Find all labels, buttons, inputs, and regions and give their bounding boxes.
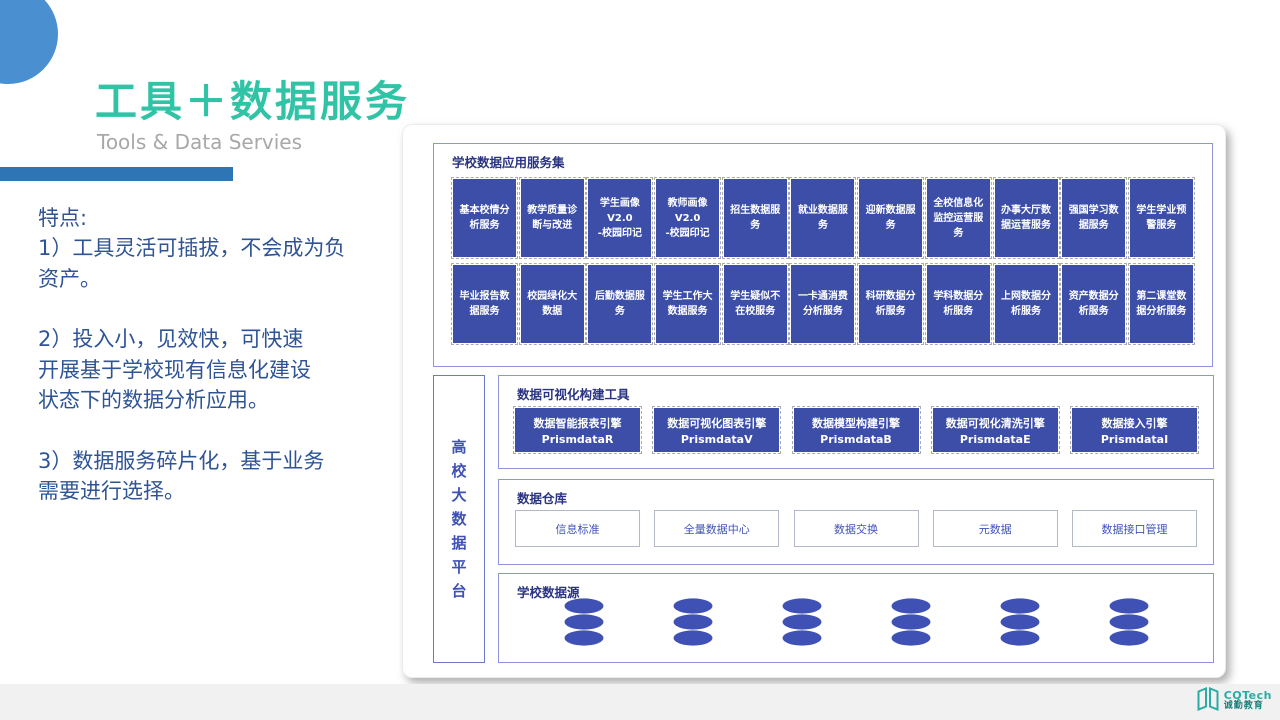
decorative-circle	[0, 0, 58, 84]
engine-name: 数据模型构建引擎	[812, 416, 900, 430]
feature-list: 特点: 1）工具灵活可插拔，不会成为负 资产。 2）投入小，见效快，可快速 开展基…	[38, 203, 398, 507]
engine-row: 数据智能报表引擎 PrismdataR 数据可视化图表引擎 PrismdataV 数据模…	[499, 406, 1213, 454]
architecture-diagram-card: 学校数据应用服务集 基本校情分析服务教学质量诊断与改进学生画像 V2.0 -校园…	[402, 124, 1226, 678]
service-box: 教学质量诊断与改进	[518, 177, 586, 259]
open-book-icon	[1195, 686, 1221, 716]
engine-name: 数据智能报表引擎	[533, 416, 622, 430]
service-box: 第二课堂数据分析服务	[1127, 263, 1195, 345]
warehouse-box: 数据交换	[793, 510, 919, 547]
page-title: 工具＋数据服务	[95, 77, 411, 126]
service-box: 后勤数据服务	[586, 263, 654, 345]
database-icon	[999, 598, 1041, 646]
service-box: 上网数据分析服务	[992, 263, 1060, 345]
service-box: 学生工作大数据服务	[654, 263, 722, 345]
database-icon	[1108, 598, 1150, 646]
section-data-sources: 学校数据源	[498, 573, 1214, 663]
services-row-1: 基本校情分析服务教学质量诊断与改进学生画像 V2.0 -校园印记教师画像 V2.…	[434, 177, 1212, 259]
service-box: 全校信息化监控运营服务	[924, 177, 992, 259]
section-warehouse-title: 数据仓库	[517, 491, 568, 506]
platform-label-char: 数	[451, 510, 467, 528]
warehouse-box: 元数据	[932, 510, 1058, 547]
page-subtitle: Tools & Data Servies	[97, 130, 303, 154]
section-services-title: 学校数据应用服务集	[452, 155, 565, 170]
platform-label-char: 高	[451, 438, 467, 456]
service-box: 科研数据分析服务	[857, 263, 925, 345]
engine-box: 数据可视化图表引擎 PrismdataV	[652, 406, 782, 454]
engine-name: 数据接入引擎	[1101, 416, 1168, 430]
database-icon	[890, 598, 932, 646]
logo-name: CQTech	[1223, 689, 1272, 702]
platform-label-char: 大	[451, 486, 467, 504]
engine-product: PrismdataI	[1100, 432, 1169, 446]
section-datasource-title: 学校数据源	[517, 585, 580, 600]
service-box: 一卡通消费分析服务	[789, 263, 857, 345]
section-tools-title: 数据可视化构建工具	[517, 387, 630, 402]
service-box: 资产数据分析服务	[1060, 263, 1128, 345]
service-box: 就业数据服务	[789, 177, 857, 259]
service-box: 学生学业预警服务	[1127, 177, 1195, 259]
platform-label-bar: 高校大数据平台	[433, 375, 485, 663]
platform-label-char: 平	[451, 558, 467, 576]
database-icon	[781, 598, 823, 646]
service-box: 毕业报告数据服务	[451, 263, 518, 345]
warehouse-box: 全量数据中心	[654, 510, 780, 547]
warehouse-row: 信息标准全量数据中心数据交换元数据数据接口管理	[499, 510, 1213, 547]
company-logo: CQTech 诚勤教育	[1195, 686, 1272, 716]
service-box: 招生数据服务	[721, 177, 789, 259]
title-underline-bar	[0, 167, 233, 181]
feature-item: 2）投入小，见效快，可快速 开展基于学校现有信息化建设 状态下的数据分析应用。	[38, 327, 311, 413]
database-icon	[672, 598, 714, 646]
service-box: 学生画像 V2.0 -校园印记	[586, 177, 654, 259]
engine-box: 数据接入引擎 PrismdataI	[1070, 406, 1199, 454]
section-visualization-tools: 数据可视化构建工具 数据智能报表引擎 PrismdataR 数据可视化图表引擎 Pri…	[498, 375, 1214, 469]
engine-product: PrismdataV	[680, 432, 753, 446]
services-row-2: 毕业报告数据服务校园绿化大数据后勤数据服务学生工作大数据服务学生疑似不在校服务一…	[434, 263, 1212, 345]
service-box: 办事大厅数据运营服务	[992, 177, 1060, 259]
engine-box: 数据模型构建引擎 PrismdataB	[791, 406, 921, 454]
service-box: 校园绿化大数据	[518, 263, 586, 345]
service-box: 教师画像 V2.0 -校园印记	[654, 177, 722, 259]
engine-product: PrismdataB	[820, 432, 892, 446]
logo-text-block: CQTech 诚勤教育	[1223, 689, 1272, 712]
platform-label-char: 台	[451, 582, 467, 600]
warehouse-box: 信息标准	[515, 510, 640, 547]
feature-heading: 特点:	[38, 206, 88, 230]
service-box: 基本校情分析服务	[451, 177, 518, 259]
service-box: 迎新数据服务	[857, 177, 925, 259]
platform-label-char: 校	[451, 462, 467, 480]
platform-label-char: 据	[451, 534, 467, 552]
footer-band	[0, 684, 1280, 720]
warehouse-box: 数据接口管理	[1072, 510, 1197, 547]
service-box: 学生疑似不在校服务	[721, 263, 789, 345]
engine-product: PrismdataR	[541, 432, 614, 446]
engine-product: PrismdataE	[959, 432, 1031, 446]
engine-name: 数据可视化清洗引擎	[945, 416, 1045, 430]
datasource-row	[499, 598, 1213, 646]
engine-box: 数据可视化清洗引擎 PrismdataE	[930, 406, 1060, 454]
section-data-warehouse: 数据仓库 信息标准全量数据中心数据交换元数据数据接口管理	[498, 479, 1214, 565]
logo-subtext: 诚勤教育	[1223, 701, 1264, 712]
service-box: 强国学习数据服务	[1060, 177, 1128, 259]
feature-item: 1）工具灵活可插拔，不会成为负 资产。	[38, 236, 346, 291]
database-icon	[563, 598, 605, 646]
engine-name: 数据可视化图表引擎	[667, 416, 767, 430]
engine-box: 数据智能报表引擎 PrismdataR	[513, 406, 642, 454]
service-box: 学科数据分析服务	[924, 263, 992, 345]
feature-item: 3）数据服务碎片化，基于业务 需要进行选择。	[38, 448, 325, 504]
section-services: 学校数据应用服务集 基本校情分析服务教学质量诊断与改进学生画像 V2.0 -校园…	[433, 143, 1213, 367]
